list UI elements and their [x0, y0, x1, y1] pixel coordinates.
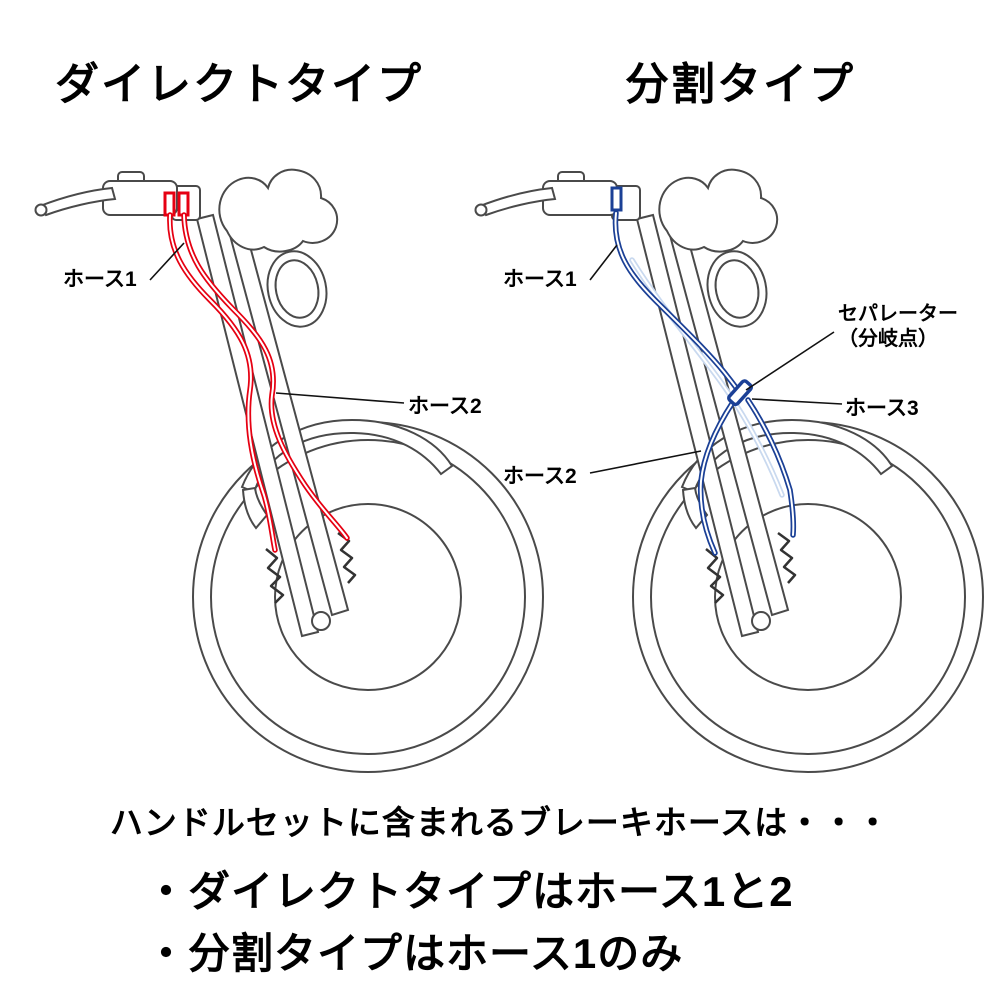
leader-direct-hose2 [275, 392, 405, 404]
title-direct-type: ダイレクトタイプ [55, 60, 423, 109]
bike-direct-type [34, 168, 545, 774]
label-split-hose1: ホース1 [503, 268, 577, 291]
leader-lines [149, 242, 843, 474]
separator-fitting [727, 379, 754, 407]
footer-bullet-split: ・分割タイプはホース1のみ [145, 930, 684, 977]
title-split-type: 分割タイプ [625, 60, 855, 109]
label-split-hose2: ホース2 [503, 465, 577, 488]
footer-intro-text: ハンドルセットに含まれるブレーキホースは・・・ [109, 804, 891, 841]
direct-hose2-highlight [183, 214, 348, 539]
footer-bullet-direct: ・ダイレクトタイプはホース1と2 [145, 868, 794, 915]
split-type-hoses [610, 186, 797, 556]
label-separator: セパレーター （分岐点） [838, 302, 958, 352]
leader-separator [745, 331, 835, 391]
split-hose1-highlight [614, 212, 740, 393]
label-split-hose3: ホース3 [845, 397, 919, 420]
split-hose2-highlight [699, 401, 734, 554]
leader-split-hose1 [589, 244, 618, 281]
label-separator-line1: セパレーター [838, 303, 958, 325]
direct-type-hoses [163, 191, 350, 553]
label-direct-hose2: ホース2 [408, 395, 482, 418]
direct-hose1-highlight [168, 214, 276, 551]
split-hose-pale-highlight [631, 259, 783, 496]
label-separator-line2: （分岐点） [838, 328, 938, 350]
direct-fitting-1 [163, 191, 176, 217]
split-fitting [610, 186, 623, 212]
split-hose3-highlight [747, 399, 795, 536]
label-direct-hose1: ホース1 [63, 268, 137, 291]
direct-fitting-2 [177, 191, 190, 217]
leader-split-hose3 [751, 398, 843, 405]
leader-split-hose2 [589, 450, 702, 474]
leader-direct-hose1 [149, 242, 185, 281]
